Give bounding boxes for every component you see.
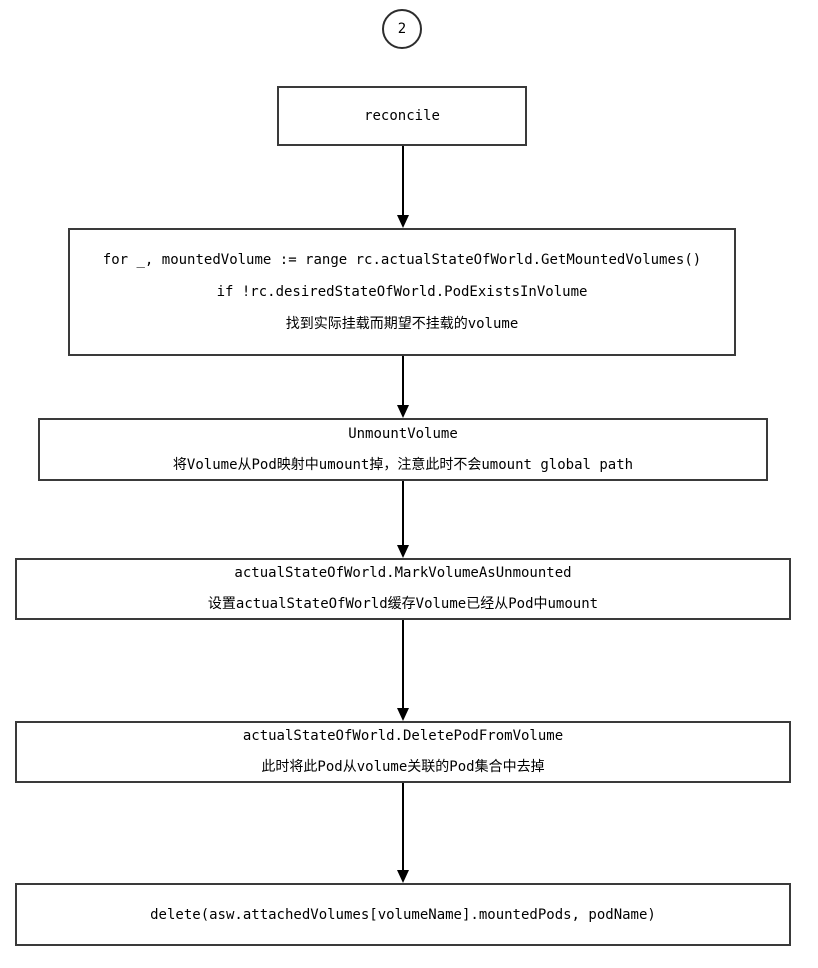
node-delete-pod-from-volume: actualStateOfWorld.DeletePodFromVolume 此… [15,721,791,783]
node-unmount-volume-line-2: 将Volume从Pod映射中umount掉，注意此时不会umount globa… [172,456,634,473]
arrow-mark-volume-to-delete-pod [397,620,409,721]
node-delete-statement: delete(asw.attachedVolumes[volumeName].m… [15,883,791,946]
arrow-head-icon [397,708,409,721]
page-connector-label: 2 [397,21,407,37]
node-for-loop-line-1: for _, mountedVolume := range rc.actualS… [102,252,702,268]
node-for-loop-line-2: if !rc.desiredStateOfWorld.PodExistsInVo… [216,284,588,300]
node-mark-volume-line-1: actualStateOfWorld.MarkVolumeAsUnmounted [234,565,572,581]
arrow-delete-pod-to-delete-statement [397,783,409,883]
arrow-line [402,356,404,412]
node-reconcile: reconcile [277,86,527,146]
arrow-line [402,146,404,222]
node-delete-pod-line-1: actualStateOfWorld.DeletePodFromVolume [242,728,564,744]
arrow-unmount-volume-to-mark-volume [397,481,409,558]
node-reconcile-label: reconcile [364,108,440,124]
node-mark-volume-line-2: 设置actualStateOfWorld缓存Volume已经从Pod中umoun… [207,596,599,612]
arrow-line [402,783,404,877]
node-mark-volume-as-unmounted: actualStateOfWorld.MarkVolumeAsUnmounted… [15,558,791,620]
arrow-for-loop-to-unmount-volume [397,356,409,418]
arrow-head-icon [397,545,409,558]
arrow-head-icon [397,405,409,418]
arrow-head-icon [397,870,409,883]
node-for-loop-line-3: 找到实际挂载而期望不挂载的volume [285,316,519,332]
node-for-loop: for _, mountedVolume := range rc.actualS… [68,228,736,356]
node-unmount-volume: UnmountVolume 将Volume从Pod映射中umount掉，注意此时… [38,418,768,481]
arrow-reconcile-to-for-loop [397,146,409,228]
arrow-line [402,481,404,552]
node-delete-statement-label: delete(asw.attachedVolumes[volumeName].m… [150,906,656,923]
arrow-head-icon [397,215,409,228]
arrow-line [402,620,404,715]
page-connector-circle: 2 [382,9,422,49]
node-unmount-volume-line-1: UnmountVolume [348,425,458,442]
node-delete-pod-line-2: 此时将此Pod从volume关联的Pod集合中去掉 [261,759,545,775]
